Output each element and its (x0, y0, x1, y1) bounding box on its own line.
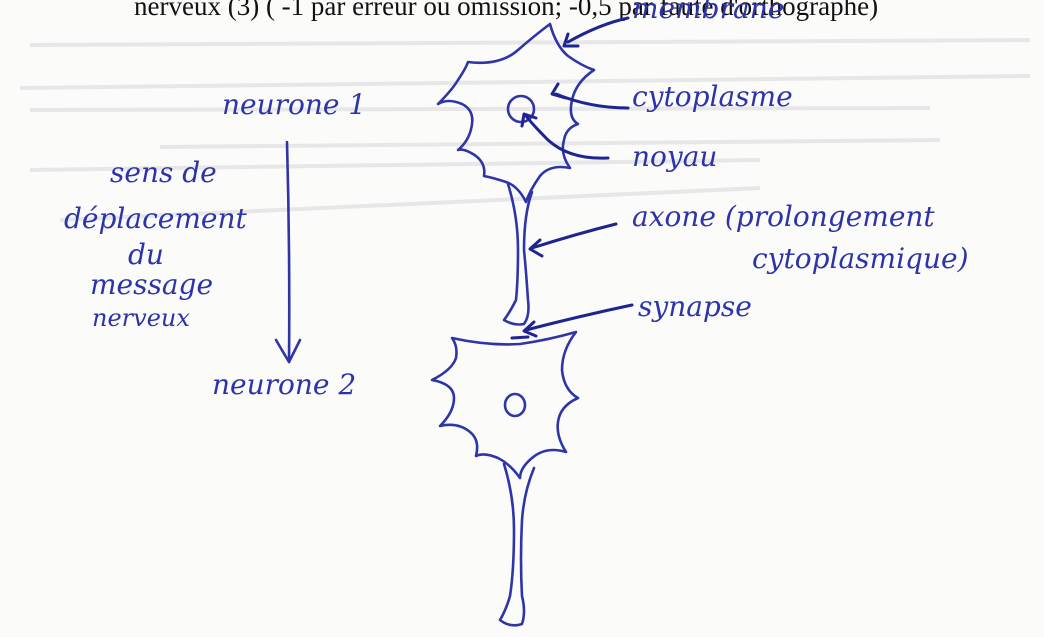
axone-arrow (530, 224, 616, 256)
label-noyau: noyau (632, 140, 717, 173)
caption-line-1: sens de (110, 156, 217, 189)
caption-line-2: déplacement (64, 202, 247, 235)
neuron-1-axon (504, 184, 532, 325)
caption-line-5: nerveux (92, 304, 190, 332)
direction-arrow (276, 142, 300, 362)
synapse-marker (512, 337, 528, 338)
label-axone-line-1: axone (prolongement (632, 200, 935, 233)
caption-line-3: du (128, 238, 164, 271)
neuron-2-axon (500, 464, 534, 625)
label-neurone-2: neurone 2 (212, 368, 356, 401)
label-axone-line-2: cytoplasmique) (752, 242, 969, 275)
direction-caption: sens de déplacement du message nerveux (64, 156, 247, 332)
label-synapse: synapse (638, 290, 752, 323)
cytoplasme-arrow (552, 84, 628, 108)
synapse-arrow (524, 305, 632, 336)
neuron-1-cell-body (438, 24, 594, 202)
label-membrane: membrane (632, 0, 784, 25)
caption-line-4: message (90, 268, 213, 301)
label-cytoplasme: cytoplasme (632, 80, 793, 113)
neuron-2-nucleus (505, 394, 525, 416)
label-neurone-1: neurone 1 (222, 88, 366, 121)
show-through-lines (20, 40, 1030, 220)
